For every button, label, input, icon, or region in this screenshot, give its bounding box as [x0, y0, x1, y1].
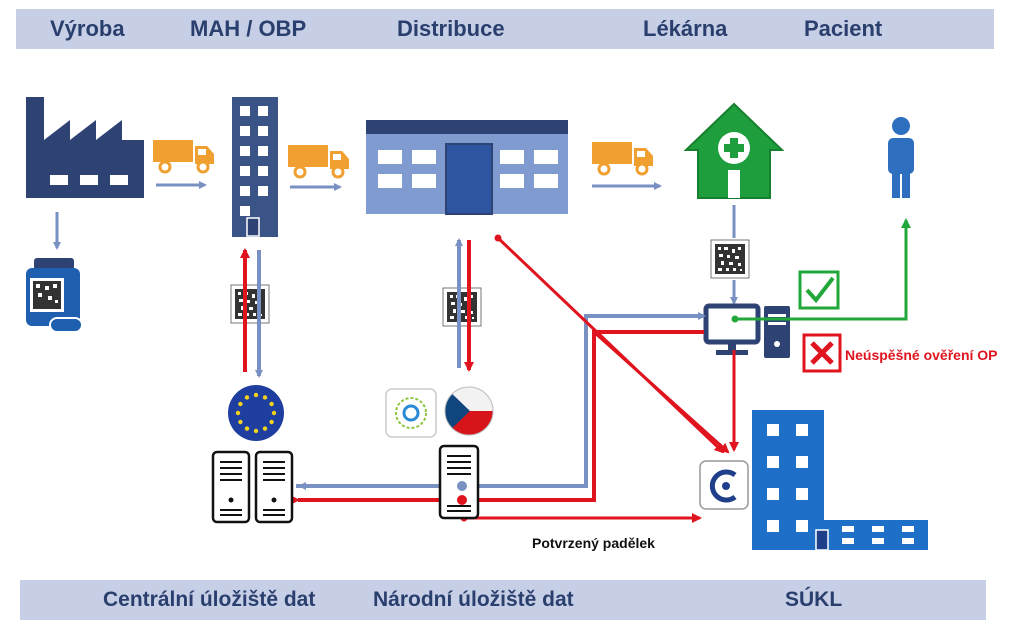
distribution-warehouse-icon — [366, 120, 568, 215]
blue-query-path — [296, 312, 706, 488]
header-vyroba: Výroba — [50, 16, 125, 41]
ok-to-patient-arrow — [735, 218, 911, 321]
office-building-icon — [232, 97, 278, 237]
eu-flag-icon — [228, 385, 284, 441]
footer-sukl: SÚKL — [785, 588, 843, 611]
header-pacient: Pacient — [804, 16, 883, 41]
header-mah-obp: MAH / OBP — [190, 16, 307, 41]
header-band — [16, 9, 994, 49]
czech-flag-icon — [444, 386, 494, 436]
qr-code-icon — [442, 287, 482, 327]
person-icon — [888, 117, 914, 198]
footer-national-storage: Národní úložiště dat — [373, 588, 574, 611]
pharmacy-icon — [683, 102, 785, 199]
checkmark-icon — [798, 270, 840, 310]
factory-icon — [26, 97, 144, 198]
red-alert-path — [290, 330, 704, 505]
confirmed-counterfeit-label: Potvrzený padělek — [532, 535, 655, 551]
sukl-logo-icon — [699, 460, 749, 510]
truck-icon — [590, 140, 655, 176]
truck-icon — [286, 143, 351, 179]
sukl-building-icon — [752, 410, 928, 551]
header-lekarna: Lékárna — [643, 16, 728, 41]
computer-icon — [703, 303, 790, 358]
server-icon — [211, 450, 294, 524]
medicine-bottle-icon — [26, 258, 83, 333]
cross-icon — [802, 333, 842, 373]
header-distribuce: Distribuce — [397, 16, 505, 41]
red-dist-to-sukl — [496, 236, 725, 454]
footer-band — [20, 580, 986, 620]
qr-code-icon — [710, 239, 750, 279]
truck-icon — [151, 138, 216, 174]
failed-verification-label: Neúspěšné ověření OP — [845, 347, 998, 363]
nmvo-logo-icon — [385, 388, 437, 438]
footer-central-storage: Centrální úložiště dat — [103, 588, 316, 611]
qr-code-icon — [230, 284, 270, 324]
